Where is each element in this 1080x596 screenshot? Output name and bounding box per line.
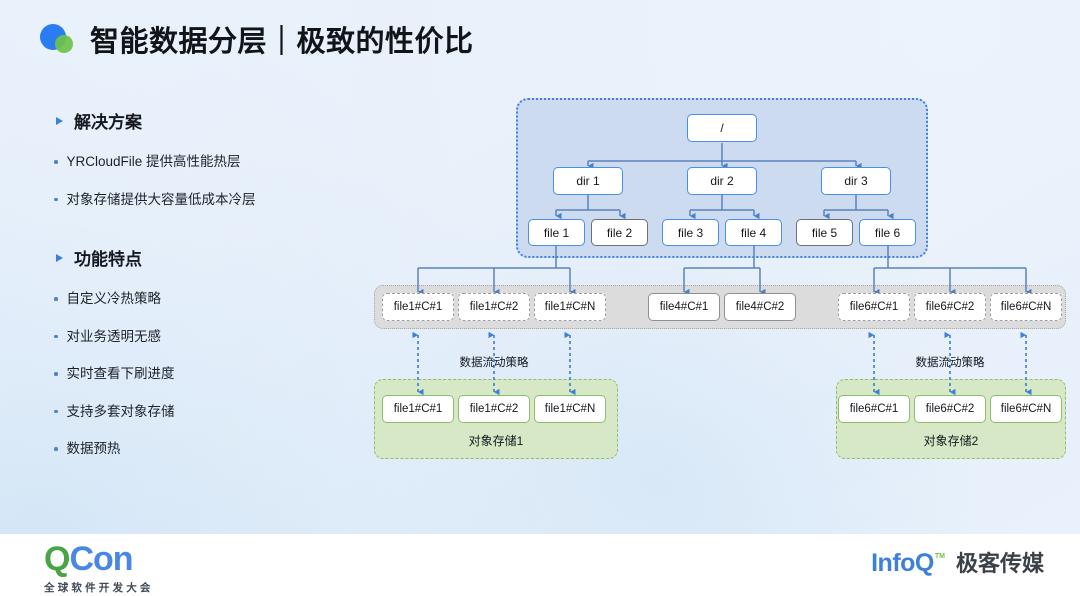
slide-header: 智能数据分层｜极致的性价比 [40, 18, 474, 60]
infoq-chinese-name: 极客传媒 [955, 550, 1044, 576]
qcon-subtitle: 全球软件开发大会 [44, 582, 154, 594]
tree-node-dir-3[interactable]: dir 3 [821, 167, 891, 195]
flow-policy-label-left: 数据流动策略 [459, 357, 529, 369]
list-item: 支持多套对象存储 [54, 402, 372, 422]
infoq-wordmark: InfoQ [871, 549, 934, 577]
list-item-label: 自定义冷热策略 [66, 291, 162, 307]
cold2-chunk-file6-c1[interactable]: file6#C#1 [838, 395, 910, 423]
hot-chunk-file4-c1[interactable]: file4#C#1 [648, 293, 720, 321]
cold2-chunk-file6-c2[interactable]: file6#C#2 [914, 395, 986, 423]
bullet-dot-icon [54, 197, 58, 202]
list-item: 数据预热 [54, 439, 372, 459]
hot-chunk-file1-c2[interactable]: file1#C#2 [458, 293, 530, 321]
tree-node-file-2[interactable]: file 2 [591, 219, 648, 246]
qcon-logo: QCon 全球软件开发大会 [44, 542, 154, 595]
hot-chunk-file6-c1[interactable]: file6#C#1 [838, 293, 910, 321]
list-item: 对业务透明无感 [54, 327, 372, 347]
connector-lines [412, 143, 1032, 396]
list-item-label: 数据预热 [66, 441, 121, 457]
hot-chunk-file6-c2[interactable]: file6#C#2 [914, 293, 986, 321]
bullet-dot-icon [54, 409, 58, 414]
list-item: 对象存储提供大容量低成本冷层 [54, 190, 372, 210]
bullet-dot-icon [54, 447, 58, 451]
cold2-chunk-file6-cn[interactable]: file6#C#N [990, 395, 1062, 423]
list-item-label: 对象存储提供大容量低成本冷层 [66, 191, 256, 207]
logo-dot-green-icon [55, 35, 73, 53]
cold-tier-1-label: 对象存储1 [468, 434, 524, 448]
flow-policy-label-right: 数据流动策略 [915, 357, 985, 369]
list-item-label: 支持多套对象存储 [66, 403, 175, 419]
tree-node-file-1[interactable]: file 1 [528, 219, 585, 246]
brand-logo-icon [40, 22, 76, 56]
bullet-dot-icon [54, 334, 58, 339]
tree-node-root[interactable]: / [687, 114, 757, 142]
tree-node-file-5[interactable]: file 5 [796, 219, 853, 246]
hot-chunk-file1-c1[interactable]: file1#C#1 [382, 293, 454, 321]
qcon-wordmark: QCon [44, 542, 154, 576]
triangle-bullet-icon [56, 116, 63, 125]
list-item: 实时查看下刷进度 [54, 364, 372, 384]
sidebar-section-heading-features: 功能特点 [52, 245, 372, 270]
bullet-dot-icon [54, 297, 58, 301]
section-title-solution: 解决方案 [74, 113, 142, 132]
sidebar-section-heading-solution: 解决方案 [52, 108, 372, 133]
qcon-letters-con: Con [69, 540, 133, 578]
section-title-features: 功能特点 [74, 250, 142, 270]
architecture-diagram: 对象存储1 对象存储2 [374, 98, 1066, 459]
cold1-chunk-file1-c2[interactable]: file1#C#2 [458, 395, 530, 423]
tree-node-dir-1[interactable]: dir 1 [553, 167, 623, 195]
list-item-label: YRCloudFile 提供高性能热层 [66, 154, 241, 169]
triangle-bullet-icon [56, 253, 63, 262]
cold1-chunk-file1-c1[interactable]: file1#C#1 [382, 395, 454, 423]
bullet-dot-icon [54, 160, 58, 164]
slide-footer: QCon 全球软件开发大会 InfoQ TM 极客传媒 [0, 534, 1080, 596]
tree-node-file-6[interactable]: file 6 [859, 219, 916, 246]
list-item-label: 对业务透明无感 [66, 328, 162, 344]
bullet-dot-icon [54, 372, 58, 376]
tree-node-file-4[interactable]: file 4 [725, 219, 782, 246]
hot-chunk-file6-cn[interactable]: file6#C#N [990, 293, 1062, 321]
cold1-chunk-file1-cn[interactable]: file1#C#N [534, 395, 606, 423]
page-title: 智能数据分层｜极致的性价比 [90, 26, 474, 58]
hot-chunk-file1-cn[interactable]: file1#C#N [534, 293, 606, 321]
tree-node-file-3[interactable]: file 3 [662, 219, 719, 246]
sidebar: 解决方案 YRCloudFile 提供高性能热层 对象存储提供大容量低成本冷层 … [52, 108, 372, 477]
cold-tier-2-label: 对象存储2 [923, 434, 979, 448]
qcon-letter-q: Q [44, 540, 70, 578]
infoq-trademark-icon: TM [934, 553, 945, 560]
tree-node-dir-2[interactable]: dir 2 [687, 167, 757, 195]
list-item-label: 实时查看下刷进度 [66, 366, 175, 382]
list-item: 自定义冷热策略 [54, 289, 372, 309]
list-item: YRCloudFile 提供高性能热层 [54, 152, 372, 172]
hot-chunk-file4-c2[interactable]: file4#C#2 [724, 293, 796, 321]
infoq-logo: InfoQ TM 极客传媒 [871, 551, 1044, 576]
